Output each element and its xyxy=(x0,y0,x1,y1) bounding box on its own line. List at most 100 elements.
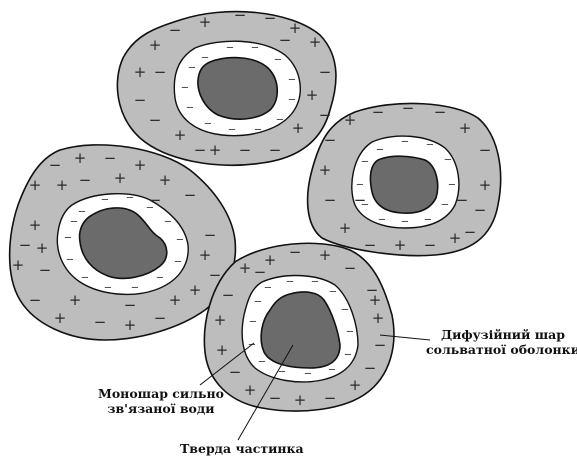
minus-sign: − xyxy=(448,180,456,191)
minus-sign: − xyxy=(154,309,167,327)
minus-sign: − xyxy=(341,305,349,316)
minus-sign: − xyxy=(78,207,86,218)
plus-sign: + xyxy=(199,13,212,31)
minus-sign: − xyxy=(194,141,207,159)
minus-sign: − xyxy=(174,257,182,268)
minus-sign: − xyxy=(226,43,234,54)
minus-sign: − xyxy=(378,215,386,226)
minus-sign: − xyxy=(479,141,492,159)
minus-sign: − xyxy=(29,291,42,309)
minus-sign: − xyxy=(146,203,154,214)
minus-sign: − xyxy=(164,217,172,228)
minus-sign: − xyxy=(209,266,222,284)
solid-particle-top xyxy=(198,58,277,120)
plus-sign: + xyxy=(449,229,462,247)
minus-sign: − xyxy=(279,31,292,49)
plus-sign: + xyxy=(199,246,212,264)
minus-sign: − xyxy=(204,226,217,244)
minus-sign: − xyxy=(149,111,162,129)
minus-sign: − xyxy=(319,63,332,81)
plus-sign: + xyxy=(394,236,407,254)
minus-sign: − xyxy=(94,313,107,331)
plus-sign: + xyxy=(189,281,202,299)
minus-sign: − xyxy=(344,350,352,361)
plus-sign: + xyxy=(216,341,229,359)
minus-sign: − xyxy=(70,217,78,228)
plus-sign: + xyxy=(239,259,252,277)
plus-sign: + xyxy=(159,171,172,189)
minus-sign: − xyxy=(131,283,139,294)
minus-sign: − xyxy=(201,53,209,64)
minus-sign: − xyxy=(361,200,369,211)
plus-sign: + xyxy=(56,176,69,194)
label-diffuse-line1: Дифузійний шар xyxy=(426,327,577,342)
minus-sign: − xyxy=(251,43,259,54)
plus-sign: + xyxy=(349,376,362,394)
minus-sign: − xyxy=(426,140,434,151)
plus-sign: + xyxy=(124,316,137,334)
minus-sign: − xyxy=(104,149,117,167)
minus-sign: − xyxy=(186,103,194,114)
minus-sign: − xyxy=(204,119,212,130)
minus-sign: − xyxy=(19,236,32,254)
minus-sign: − xyxy=(364,359,377,377)
minus-sign: − xyxy=(289,243,302,261)
plus-sign: + xyxy=(294,391,307,409)
minus-sign: − xyxy=(304,369,312,380)
plus-sign: + xyxy=(339,219,352,237)
minus-sign: − xyxy=(424,236,437,254)
minus-sign: − xyxy=(311,277,319,288)
solid-particle-right xyxy=(370,156,437,213)
minus-sign: − xyxy=(328,365,336,376)
minus-sign: − xyxy=(124,296,137,314)
minus-sign: − xyxy=(276,115,284,126)
plus-sign: + xyxy=(214,311,227,329)
plus-sign: + xyxy=(319,246,332,264)
plus-sign: + xyxy=(292,119,305,137)
plus-sign: + xyxy=(344,111,357,129)
plus-sign: + xyxy=(134,63,147,81)
minus-sign: − xyxy=(364,236,377,254)
minus-sign: − xyxy=(269,141,282,159)
minus-sign: − xyxy=(264,9,277,27)
minus-sign: − xyxy=(374,336,387,354)
minus-sign: − xyxy=(66,255,74,266)
minus-sign: − xyxy=(434,103,447,121)
plus-sign: + xyxy=(29,176,42,194)
minus-sign: − xyxy=(169,21,182,39)
plus-sign: + xyxy=(149,36,162,54)
plus-sign: + xyxy=(209,141,222,159)
minus-sign: − xyxy=(372,103,385,121)
plus-sign: + xyxy=(372,309,385,327)
minus-sign: − xyxy=(286,277,294,288)
label-mono-line1: Моношар сильно xyxy=(98,386,224,401)
minus-sign: − xyxy=(324,131,337,149)
minus-sign: − xyxy=(402,99,415,117)
minus-sign: − xyxy=(288,95,296,106)
minus-sign: − xyxy=(254,263,267,281)
minus-sign: − xyxy=(239,141,252,159)
minus-sign: − xyxy=(361,157,369,168)
minus-sign: − xyxy=(181,83,189,94)
minus-sign: − xyxy=(134,91,147,109)
minus-sign: − xyxy=(401,217,409,228)
minus-sign: − xyxy=(254,125,262,136)
plus-sign: + xyxy=(69,291,82,309)
minus-sign: − xyxy=(156,273,164,284)
minus-sign: − xyxy=(234,6,247,24)
plus-sign: + xyxy=(319,161,332,179)
plus-sign: + xyxy=(54,309,67,327)
plus-sign: + xyxy=(459,119,472,137)
minus-sign: − xyxy=(101,195,109,206)
minus-sign: − xyxy=(264,283,272,294)
label-monolayer: Моношар сильно зв'язаної води xyxy=(98,386,224,416)
minus-sign: − xyxy=(274,55,282,66)
minus-sign: − xyxy=(79,171,92,189)
minus-sign: − xyxy=(258,357,266,368)
plus-sign: + xyxy=(309,33,322,51)
label-solid-particle: Тверда частинка xyxy=(180,441,304,456)
plus-sign: + xyxy=(306,86,319,104)
minus-sign: − xyxy=(401,137,409,148)
